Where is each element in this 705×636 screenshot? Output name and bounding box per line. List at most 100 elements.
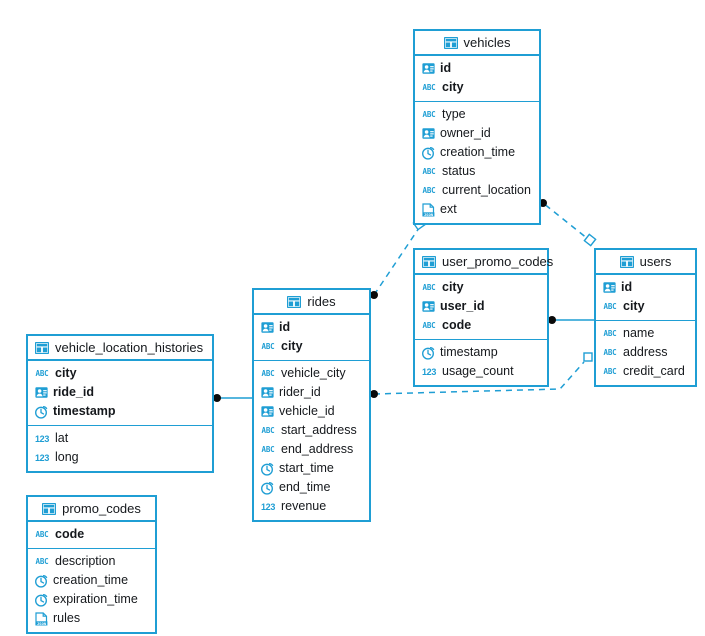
relationship-dot-marker — [370, 390, 378, 398]
table-header-user_promo_codes[interactable]: user_promo_codes — [415, 250, 553, 275]
column-row[interactable]: ABC code — [28, 525, 155, 544]
table-header-promo_codes[interactable]: promo_codes — [28, 497, 155, 522]
number-123-icon: 123 — [34, 452, 50, 463]
json-document-icon: JSON — [34, 611, 48, 626]
abc-text-icon: ABC — [422, 283, 436, 292]
column-row[interactable]: vehicle_id — [254, 402, 369, 421]
column-row[interactable]: JSON rules — [28, 609, 155, 628]
svg-text:JSON: JSON — [423, 211, 433, 216]
column-row[interactable]: id — [596, 278, 695, 297]
table-title: users — [639, 254, 672, 269]
relationship-users-to-vehicles — [539, 199, 597, 247]
primary-key-section: ABC code — [28, 522, 155, 549]
column-row[interactable]: start_time — [254, 459, 369, 478]
column-row[interactable]: ride_id — [28, 383, 212, 402]
relationship-dot-marker — [370, 291, 378, 299]
id-badge-icon — [421, 62, 435, 76]
column-name: lat — [55, 431, 69, 446]
column-row[interactable]: expiration_time — [28, 590, 155, 609]
column-name: id — [279, 320, 291, 335]
abc-text-icon: ABC — [35, 530, 49, 539]
column-name: timestamp — [440, 345, 498, 360]
column-name: end_address — [281, 442, 354, 457]
clock-icon — [34, 405, 48, 419]
column-name: owner_id — [440, 126, 491, 141]
number-123-icon: 123 — [260, 501, 276, 512]
column-name: city — [623, 299, 645, 314]
column-row[interactable]: id — [254, 318, 369, 337]
table-grid-icon — [42, 502, 57, 516]
column-name: rider_id — [279, 385, 321, 400]
column-name: city — [442, 280, 464, 295]
svg-text:JSON: JSON — [36, 620, 46, 625]
column-row[interactable]: timestamp — [415, 343, 547, 362]
column-name: code — [55, 527, 85, 542]
column-name: ext — [440, 202, 457, 217]
relationship-vehicle_location_histories-to-rides — [213, 394, 252, 402]
column-row[interactable]: end_time — [254, 478, 369, 497]
column-name: start_time — [279, 461, 334, 476]
column-name: rules — [53, 611, 81, 626]
clock-icon — [260, 462, 274, 476]
number-123-icon: 123 — [34, 433, 50, 444]
column-row[interactable]: JSON ext — [415, 200, 539, 219]
abc-text-icon: ABC — [422, 110, 436, 119]
column-row[interactable]: creation_time — [415, 143, 539, 162]
clock-icon — [34, 593, 48, 607]
column-row[interactable]: owner_id — [415, 124, 539, 143]
column-name: user_id — [440, 299, 485, 314]
abc-text-icon: ABC — [603, 367, 617, 376]
column-row[interactable]: 123 lat — [28, 429, 212, 448]
abc-text-icon: ABC — [261, 342, 275, 351]
abc-text-icon: ABC — [603, 329, 617, 338]
table-header-vehicles[interactable]: vehicles — [415, 31, 539, 56]
table-header-rides[interactable]: rides — [254, 290, 369, 315]
table-title: rides — [307, 294, 336, 309]
column-row[interactable]: user_id — [415, 297, 547, 316]
column-row[interactable]: ABC city — [415, 278, 547, 297]
table-grid-icon — [35, 341, 49, 355]
abc-text-icon: ABC — [261, 369, 275, 378]
id-badge-icon — [260, 321, 274, 335]
column-row[interactable]: id — [415, 59, 539, 78]
abc-text-icon: ABC — [422, 167, 436, 176]
column-row[interactable]: timestamp — [28, 402, 212, 421]
table-grid-icon — [619, 255, 634, 269]
column-name: start_address — [281, 423, 357, 438]
id-badge-icon — [34, 386, 48, 400]
table-header-users[interactable]: users — [596, 250, 695, 275]
column-row[interactable]: creation_time — [28, 571, 155, 590]
column-name: vehicle_id — [279, 404, 335, 419]
id-badge-icon — [260, 386, 274, 400]
table-header-vehicle_location_histories[interactable]: vehicle_location_histories — [28, 336, 212, 361]
column-row[interactable]: rider_id — [254, 383, 369, 402]
